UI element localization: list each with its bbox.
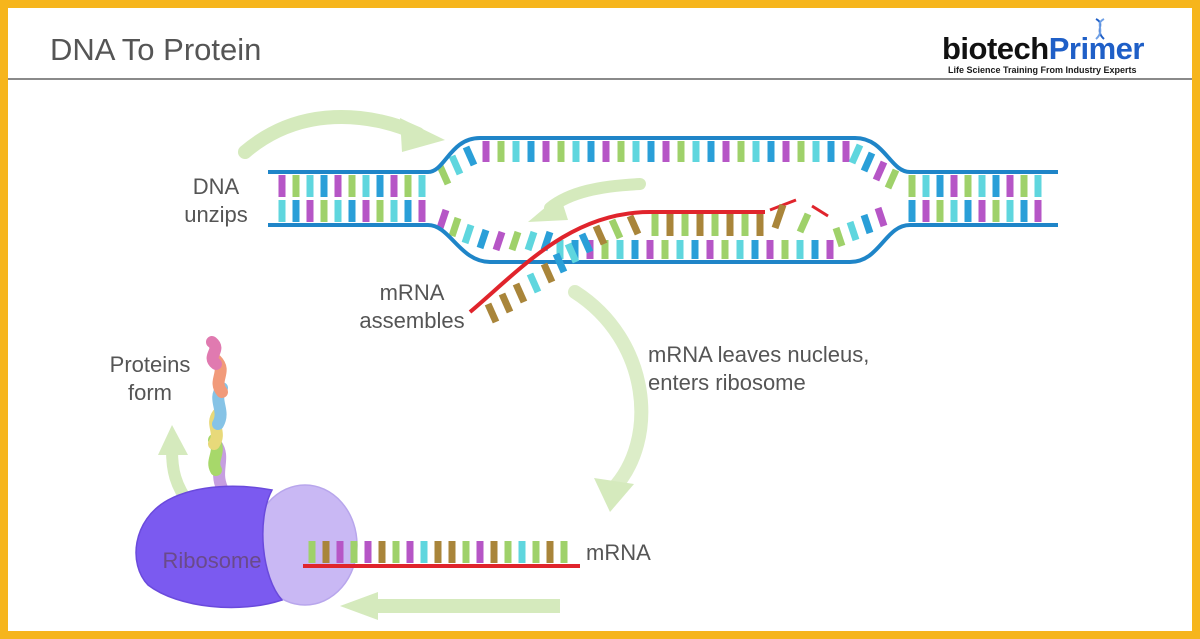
- flow-arrow-bottom-head: [340, 592, 378, 620]
- flow-arrow-top-head: [400, 118, 445, 152]
- free-nucleotide: [771, 203, 787, 230]
- dna-backbone-outer-top: [268, 136, 1058, 174]
- base-pair: [846, 220, 860, 242]
- base-pair: [552, 252, 568, 274]
- base-pair: [448, 154, 464, 176]
- base-pair: [526, 272, 542, 294]
- flow-arrow-mid-head: [528, 195, 568, 222]
- label-mrna-leaves-2: enters ribosome: [648, 370, 806, 395]
- base-pair: [508, 230, 522, 252]
- mrna-ribosome-bases: [308, 541, 568, 563]
- base-pair: [578, 232, 594, 254]
- base-pair: [476, 228, 490, 250]
- logo-word-primer: Primer: [1048, 31, 1145, 66]
- base-pair: [540, 262, 556, 284]
- label-mrna-assembles-1: mRNA: [380, 280, 445, 305]
- label-ribosome: Ribosome: [162, 548, 261, 573]
- dna-backbone-outer-bottom: [268, 223, 1058, 264]
- base-pair: [860, 213, 874, 235]
- base-pair: [872, 160, 888, 182]
- base-pair: [484, 302, 500, 324]
- flow-arrow-down: [568, 285, 649, 497]
- flow-arrow-up-head: [158, 425, 188, 455]
- label-dna-unzips-1: DNA: [193, 174, 240, 199]
- base-pair: [436, 208, 450, 230]
- base-pair: [436, 164, 452, 186]
- mrna-strand-assembling: [468, 210, 765, 314]
- protein-segment: [206, 336, 222, 370]
- base-pair: [461, 223, 475, 245]
- base-pair: [492, 230, 506, 252]
- base-pair: [626, 214, 642, 236]
- dna-bases: [278, 141, 1042, 259]
- base-pair: [498, 292, 514, 314]
- logo-tagline: Life Science Training From Industry Expe…: [948, 65, 1137, 75]
- label-mrna-assembles-2: assembles: [359, 308, 464, 333]
- free-nucleotide: [796, 212, 812, 234]
- base-pair: [462, 145, 478, 167]
- biotech-primer-logo: biotechPrimer Life Science Training From…: [938, 16, 1168, 76]
- label-proteins-form-1: Proteins: [110, 352, 191, 377]
- mrna-assembly-bases: [484, 214, 764, 324]
- ribosome-large-subunit: [135, 485, 284, 609]
- free-nucleotide: [811, 204, 829, 218]
- base-pair: [592, 224, 608, 246]
- logo-word-biotech: biotech: [942, 31, 1049, 66]
- ribosome: [135, 484, 358, 609]
- flow-arrow-top: [238, 110, 425, 159]
- base-pair: [860, 151, 876, 173]
- flow-arrow-mid: [544, 178, 646, 214]
- base-pair: [512, 282, 528, 304]
- base-pair: [564, 242, 580, 264]
- dna-backbones: [268, 136, 1058, 264]
- base-pair: [448, 216, 462, 238]
- base-pair: [832, 226, 846, 248]
- base-pair: [848, 143, 864, 165]
- free-nucleotides: [769, 198, 829, 234]
- base-pair: [608, 218, 624, 240]
- label-proteins-form-2: form: [128, 380, 172, 405]
- title-divider: [8, 78, 1192, 80]
- flow-arrow-down-head: [594, 478, 634, 512]
- slide-title: DNA To Protein: [50, 32, 262, 67]
- label-mrna-leaves-1: mRNA leaves nucleus,: [648, 342, 869, 367]
- base-pair: [524, 230, 538, 252]
- dna-helix-icon: [1095, 18, 1105, 40]
- label-mrna: mRNA: [586, 540, 651, 565]
- protein-chain: [206, 336, 228, 494]
- base-pair: [874, 206, 888, 228]
- base-pair: [884, 168, 900, 190]
- logo-wordmark: biotechPrimer: [942, 31, 1144, 67]
- label-dna-unzips-2: unzips: [184, 202, 248, 227]
